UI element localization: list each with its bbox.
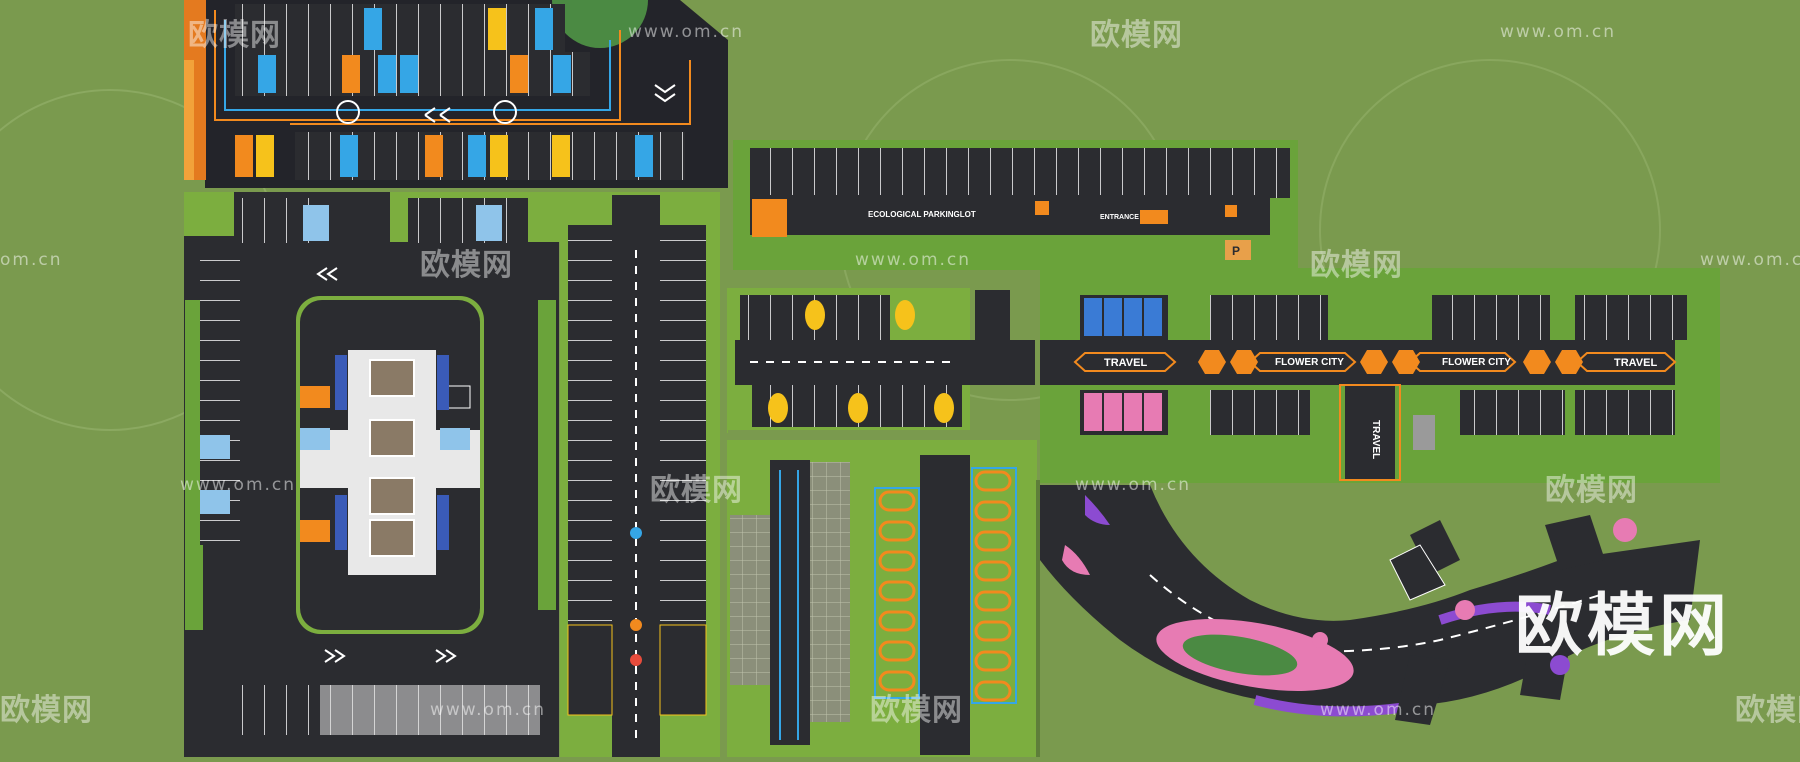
left-parking-lot — [184, 192, 560, 757]
url-watermark: www.om.cn — [180, 475, 297, 495]
flower-road — [560, 192, 720, 757]
url-watermark: www.om.cn — [1700, 250, 1800, 270]
url-watermark: www.om.cn — [1075, 475, 1192, 495]
bike-parking — [727, 440, 1037, 757]
winding-road — [1040, 485, 1700, 725]
travel-left-label: TRAVEL — [1104, 357, 1148, 369]
leaf-parking — [727, 288, 1035, 433]
url-watermark: www.om.cn — [628, 22, 745, 42]
flower-city-label: FLOWER CITY — [1275, 357, 1344, 368]
url-watermark: www.om.cn — [430, 700, 547, 720]
parking-sign: P — [1232, 244, 1241, 258]
brand-watermark: 欧模网 — [0, 693, 93, 728]
brand-watermark: 欧模网 — [1310, 248, 1403, 283]
ecological-parkinglot-label: ECOLOGICAL PARKINGLOT — [868, 210, 976, 219]
brand-watermark: 欧模网 — [870, 693, 963, 728]
url-watermark: www.om.cn — [855, 250, 972, 270]
url-watermark: www.om.cn — [1500, 22, 1617, 42]
url-watermark: om.cn — [0, 250, 63, 270]
entrance-label: ENTRANCE — [1100, 214, 1139, 221]
brand-watermark: 欧模网 — [1545, 473, 1638, 508]
brand-watermark: 欧模网 — [1090, 18, 1183, 53]
brand-watermark: 欧模网 — [650, 473, 743, 508]
travel-right-label: TRAVEL — [1614, 357, 1658, 369]
travel-vertical-label: TRAVEL — [1370, 420, 1381, 460]
colorful-parking-block — [184, 0, 728, 188]
colored-stalls — [235, 8, 653, 177]
ecological-parking-strip — [733, 140, 1298, 270]
big-brand-watermark: 欧模网 — [1515, 587, 1732, 666]
flower-city-label: FLOWER CITY — [1442, 357, 1511, 368]
brand-watermark: 欧模网 — [1735, 693, 1800, 728]
brand-watermark: 欧模网 — [188, 18, 281, 53]
brand-watermark: 欧模网 — [420, 248, 513, 283]
url-watermark: www.om.cn — [1320, 700, 1437, 720]
flower-city-boulevard — [1040, 268, 1720, 483]
